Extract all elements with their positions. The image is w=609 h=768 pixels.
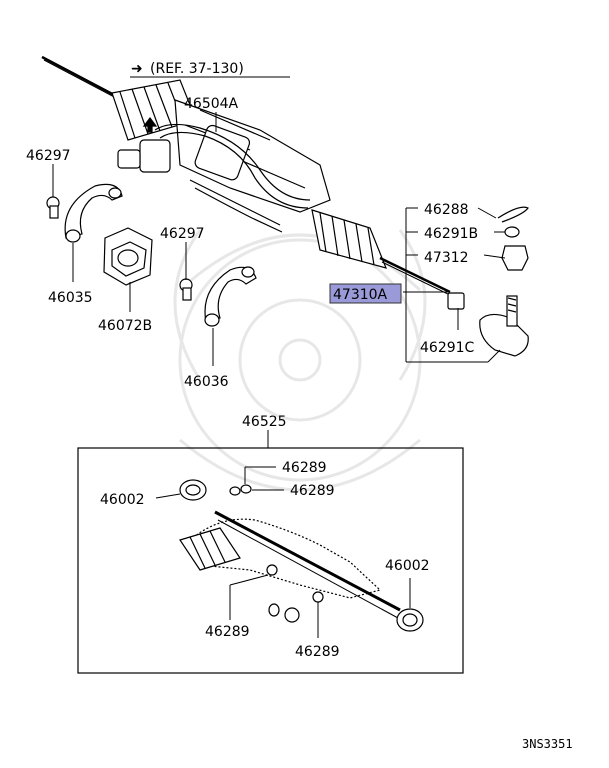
rack-kit-drawing — [179, 479, 424, 632]
label-46289-a[interactable]: 46289 — [282, 460, 327, 476]
label-47312[interactable]: 47312 — [424, 250, 469, 266]
label-46525[interactable]: 46525 — [242, 414, 287, 430]
label-46002-left[interactable]: 46002 — [100, 492, 145, 508]
reference-text: (REF. 37-130) — [150, 61, 244, 77]
kit-box — [77, 447, 464, 674]
label-46297-mid[interactable]: 46297 — [160, 226, 205, 242]
label-46291C[interactable]: 46291C — [420, 340, 475, 356]
label-46289-b[interactable]: 46289 — [290, 483, 335, 499]
part-labels: 46504A 46297 46035 46072B 46297 46036 46… — [26, 96, 478, 660]
label-46297-left[interactable]: 46297 — [26, 148, 71, 164]
label-46035[interactable]: 46035 — [48, 290, 93, 306]
label-47310A[interactable]: 47310A — [333, 287, 388, 303]
label-46289-c[interactable]: 46289 — [205, 624, 250, 640]
diagram-code: 3NS3351 — [522, 737, 573, 751]
label-46504A[interactable]: 46504A — [184, 96, 239, 112]
reference-arrow: ➜ — [131, 61, 143, 77]
label-46288[interactable]: 46288 — [424, 202, 469, 218]
loose-parts-drawing — [46, 183, 257, 327]
steering-rack-drawing — [41, 55, 529, 357]
watermark-emblem — [173, 229, 427, 492]
label-46036[interactable]: 46036 — [184, 374, 229, 390]
label-46291B[interactable]: 46291B — [424, 226, 478, 242]
label-46072B[interactable]: 46072B — [98, 318, 152, 334]
reference-note: ➜ (REF. 37-130) — [130, 61, 290, 78]
highlight-box — [329, 283, 402, 304]
label-46289-d[interactable]: 46289 — [295, 644, 340, 660]
label-46002-right[interactable]: 46002 — [385, 558, 430, 574]
leader-lines — [52, 112, 506, 638]
